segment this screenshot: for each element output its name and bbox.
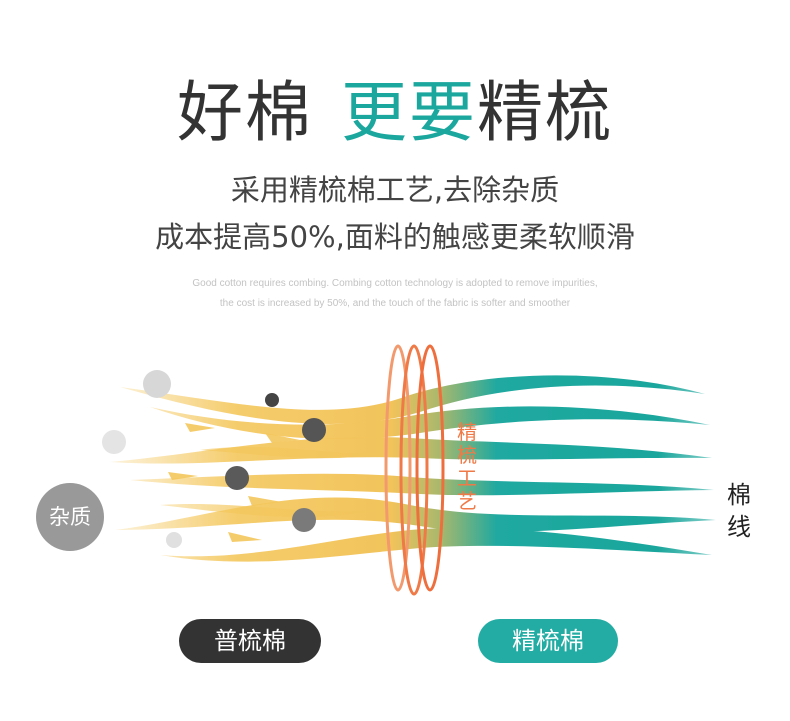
impurity-dot xyxy=(102,430,126,454)
fiber-fleck xyxy=(185,423,215,432)
impurity-dot xyxy=(265,393,279,407)
fiber-strand xyxy=(115,497,716,532)
headline-part1: 好棉 xyxy=(177,74,313,151)
cotton-fibers xyxy=(110,375,716,562)
combed-cotton-label: 精梳棉 xyxy=(478,619,618,663)
fiber-strand xyxy=(200,446,390,459)
fiber-strand xyxy=(150,406,710,439)
combing-ring xyxy=(415,344,445,592)
normal-combed-cotton-label: 普梳棉 xyxy=(179,619,321,663)
combing-ring xyxy=(384,344,412,592)
fiber-strand xyxy=(160,504,380,517)
fiber-fleck xyxy=(228,532,262,542)
fiber-fleck xyxy=(168,472,198,480)
fiber-strand xyxy=(130,473,714,496)
headline: 好棉更要精梳 xyxy=(0,70,790,156)
combing-process-label: 精梳工艺 xyxy=(457,420,477,513)
combing-illustration xyxy=(102,344,716,596)
combing-ring xyxy=(399,344,429,596)
impurity-dot xyxy=(143,370,171,398)
headline-part3: 精梳 xyxy=(477,74,613,151)
impurity-dot xyxy=(292,508,316,532)
subtitle-line1: 采用精梳棉工艺,去除杂质 xyxy=(230,173,560,207)
subtitle-line2: 成本提高50%,面料的触感更柔软顺滑 xyxy=(155,220,635,254)
fiber-flecks xyxy=(168,423,300,542)
fiber-fleck xyxy=(265,433,300,443)
fiber-strand xyxy=(160,527,712,562)
english-line1: Good cotton requires combing. Combing co… xyxy=(192,278,598,289)
combing-rings xyxy=(384,344,445,596)
fiber-fleck xyxy=(248,496,282,506)
impurity-badge: 杂质 xyxy=(36,483,104,551)
cotton-thread-label: 棉线 xyxy=(727,481,751,541)
impurity-dot xyxy=(166,532,182,548)
headline-part2: 更要 xyxy=(341,74,477,151)
english-line2: the cost is increased by 50%, and the to… xyxy=(219,298,571,309)
fiber-strand xyxy=(120,375,705,424)
impurity-dot xyxy=(225,466,249,490)
impurity-dot xyxy=(302,418,326,442)
impurity-particles xyxy=(102,370,326,548)
